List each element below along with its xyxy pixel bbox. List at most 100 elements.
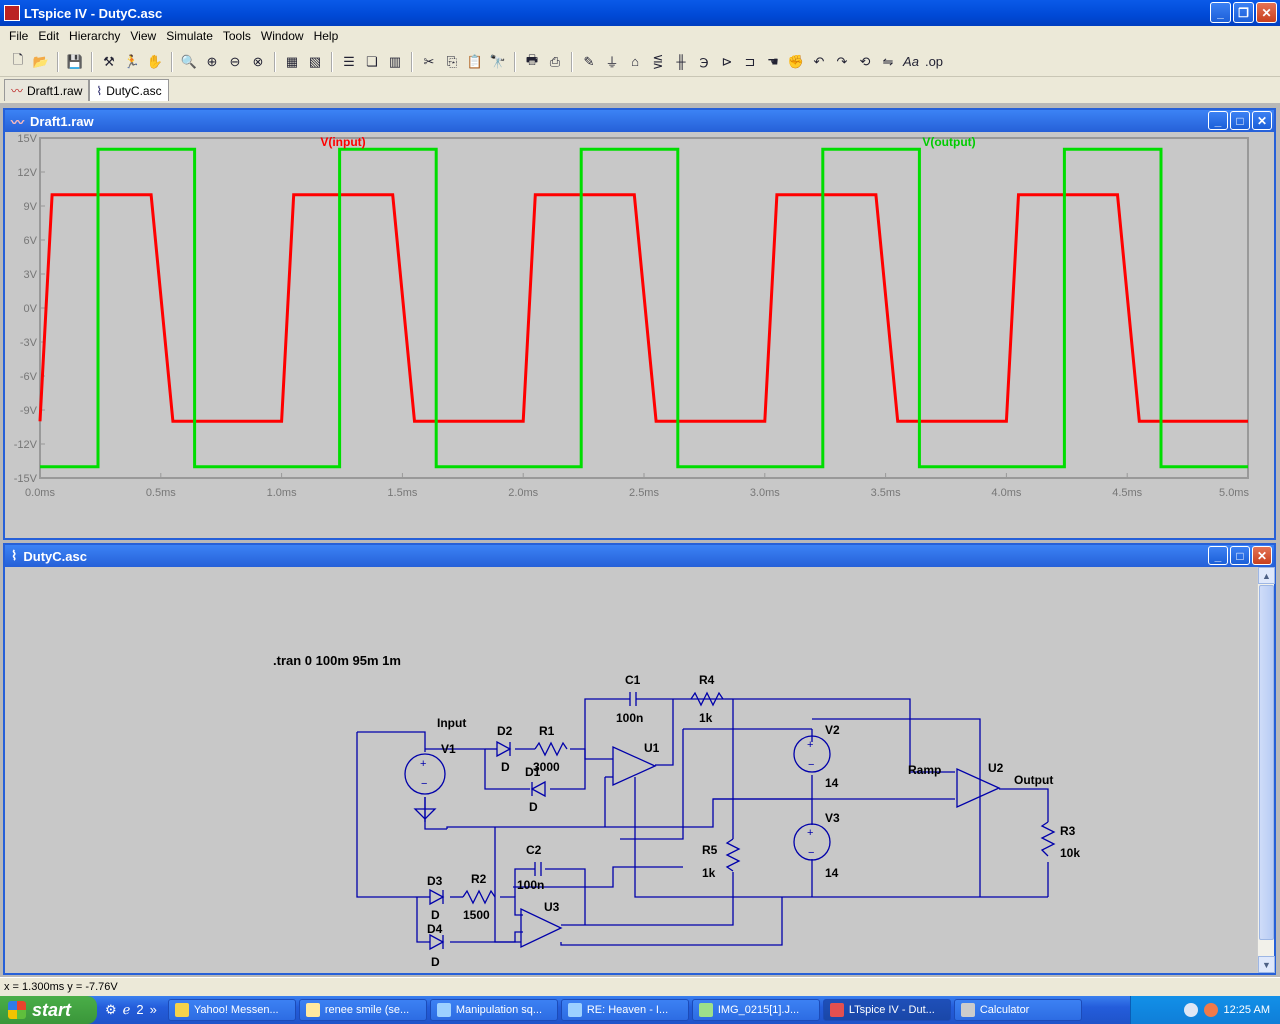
r2-value[interactable]: 1500 [463,908,490,922]
c1-value[interactable]: 100n [616,711,643,725]
d4-label[interactable]: D4 [427,922,443,936]
print-preview-icon[interactable]: 🖶 [525,51,539,67]
resistor-icon[interactable]: ⋚ [652,53,664,69]
show-desktop-icon[interactable]: ⚙ [105,1002,117,1017]
menu-file[interactable]: File [9,29,29,43]
schematic-window-titlebar[interactable]: ⌇ DutyC.asc _ □ ✕ [5,545,1274,567]
circuit-schematic[interactable]: .tran 0 100m 95m 1m Input Ramp Output V1… [5,567,1257,973]
wire-icon[interactable]: ✎ [583,53,595,69]
control-panel-icon[interactable]: ⚒ [103,53,115,69]
chevron-right-icon[interactable]: » [149,1002,157,1017]
minimize-button[interactable]: _ [1210,2,1231,23]
zoom-in-icon[interactable]: 🔍 [180,53,198,69]
d1-model[interactable]: D [529,800,538,814]
capacitor-icon[interactable]: ╫ [676,54,686,69]
print-icon[interactable]: ⎙ [549,53,561,69]
c2-label[interactable]: C2 [526,843,542,857]
cut-icon[interactable]: ✂ [423,53,435,69]
new-schematic-icon[interactable]: 🗋 [12,51,24,67]
v1-label[interactable]: V1 [441,742,456,756]
rotate-icon[interactable]: ⟲ [859,53,871,69]
u2-label[interactable]: U2 [988,761,1004,775]
diode-icon[interactable]: ⊳ [721,53,733,69]
label-icon[interactable]: ⌂ [631,54,639,69]
v3-value[interactable]: 14 [825,866,839,880]
d3-label[interactable]: D3 [427,874,443,888]
ground-icon[interactable]: ⏚ [605,55,619,70]
zoom-cancel-icon[interactable]: ⊗ [252,53,264,69]
paste-icon[interactable]: 📋 [466,53,484,69]
component-icon[interactable]: ⊐ [744,53,756,69]
open-icon[interactable]: 📂 [32,53,50,69]
move-icon[interactable]: ☚ [767,53,779,69]
halt-icon[interactable]: ✋ [146,53,164,69]
net-label-ramp[interactable]: Ramp [908,763,941,777]
redo-icon[interactable]: ↷ [836,53,848,69]
v2-label[interactable]: V2 [825,723,840,737]
r1-label[interactable]: R1 [539,724,555,738]
plot-close-button[interactable]: ✕ [1252,111,1272,130]
r1-value[interactable]: 3000 [533,760,560,774]
d2-label[interactable]: D2 [497,724,513,738]
task-img-0215[interactable]: IMG_0215[1].J... [691,999,820,1021]
d1-label[interactable]: D1 [525,765,541,779]
menu-simulate[interactable]: Simulate [166,29,213,43]
d4-model[interactable]: D [431,955,440,969]
d2-model[interactable]: D [501,760,510,774]
mirror-icon[interactable]: ⇋ [882,53,894,69]
task-re-heaven[interactable]: RE: Heaven - I... [560,999,689,1021]
spice-directive[interactable]: .tran 0 100m 95m 1m [273,653,401,668]
text-icon[interactable]: Aa [903,54,919,69]
scroll-thumb[interactable] [1259,585,1274,940]
autorange-icon[interactable]: ▦ [285,53,299,69]
menu-view[interactable]: View [130,29,157,43]
scroll-up-icon[interactable]: ▲ [1258,567,1275,584]
tab-draft1-raw[interactable]: 〰 Draft1.raw [4,79,90,101]
schematic-minimize-button[interactable]: _ [1208,546,1228,565]
run-icon[interactable]: 🏃 [123,53,141,69]
trace-v-input[interactable] [38,193,1248,423]
r4-label[interactable]: R4 [699,673,715,687]
plot-minimize-button[interactable]: _ [1208,111,1228,130]
browser-quicklaunch-icon[interactable]: ℯ [122,1002,131,1017]
tile-horizontal-icon[interactable]: ☰ [343,53,355,69]
menu-hierarchy[interactable]: Hierarchy [69,29,121,43]
v3-label[interactable]: V3 [825,811,840,825]
scroll-down-icon[interactable]: ▼ [1258,956,1275,973]
r3-value[interactable]: 10k [1060,846,1080,860]
c2-value[interactable]: 100n [517,878,544,892]
security-icon[interactable] [1203,1003,1218,1017]
tile-vertical-icon[interactable]: ▥ [388,53,402,69]
task-manipulation[interactable]: Manipulation sq... [429,999,558,1021]
fit-icon[interactable]: ▧ [308,53,322,69]
net-label-output[interactable]: Output [1014,773,1053,787]
zoom-out-icon[interactable]: ⊖ [229,53,241,69]
inductor-icon[interactable]: ℈ [699,53,709,69]
schematic-close-button[interactable]: ✕ [1252,546,1272,565]
menu-tools[interactable]: Tools [222,29,251,43]
v2-value[interactable]: 14 [825,776,839,790]
plot-maximize-button[interactable]: □ [1230,111,1250,130]
undo-icon[interactable]: ↶ [813,53,825,69]
r2-label[interactable]: R2 [471,872,487,886]
r3-label[interactable]: R3 [1060,824,1076,838]
menu-help[interactable]: Help [313,29,339,43]
u3-label[interactable]: U3 [544,900,560,914]
r4-value[interactable]: 1k [699,711,713,725]
start-button[interactable]: start [0,996,97,1024]
net-label-input[interactable]: Input [437,716,466,730]
task-yahoo-messenger[interactable]: Yahoo! Messen... [167,999,296,1021]
copy-icon[interactable]: ⎘ [446,53,458,69]
schematic-canvas[interactable]: .tran 0 100m 95m 1m Input Ramp Output V1… [5,567,1275,973]
menu-window[interactable]: Window [260,29,304,43]
task-renee-smile[interactable]: renee smile (se... [298,999,427,1021]
app-titlebar[interactable]: LTspice IV - DutyC.asc _ ❐ ✕ [0,0,1280,26]
d3-model[interactable]: D [431,908,440,922]
close-button[interactable]: ✕ [1256,2,1277,23]
save-icon[interactable]: 💾 [66,53,84,69]
tab-dutyc-asc[interactable]: ⌇ DutyC.asc [89,79,169,101]
r5-value[interactable]: 1k [702,866,716,880]
drag-icon[interactable]: ✊ [787,53,805,69]
schematic-vertical-scrollbar[interactable]: ▲ ▼ [1257,567,1275,973]
